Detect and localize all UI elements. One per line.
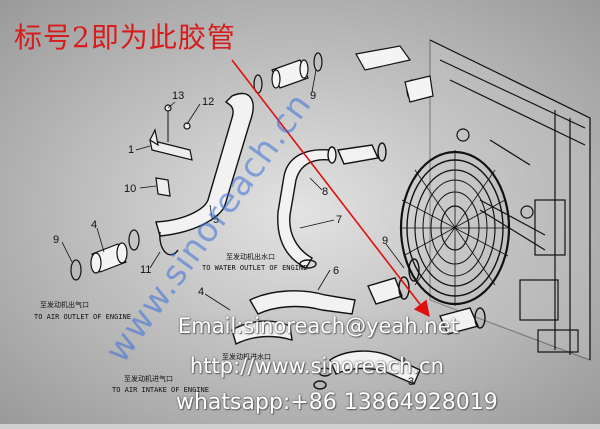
label-water-outlet-cn: 至发动机出水口 [226,253,275,261]
callout-3: 3 [408,376,415,388]
callout-8: 8 [322,186,329,198]
label-water-outlet-en: TO WATER OUTLET OF ENGINE [202,264,308,272]
callout-2: 2 [400,356,407,368]
callout-11: 11 [140,264,152,276]
page-title: 标号2即为此胶管 [14,21,236,54]
callout-6: 6 [333,265,340,277]
label-air-outlet-cn: 至发动机出气口 [40,301,89,309]
hose-2-3 [231,307,486,390]
label-air-intake-cn: 至发动机进气口 [124,375,173,383]
fan [399,150,511,306]
callout-12: 12 [202,96,215,108]
callout-5: 5 [213,214,220,226]
hose-7-8 [277,142,387,269]
callout-10: 10 [124,183,137,195]
hose-6 [249,258,420,315]
indicator-arrow [231,59,430,318]
label-air-intake-en: TO AIR INTAKE OF ENGINE [112,386,209,394]
upper-coupling [253,45,434,103]
lower-left-coupling [70,229,140,281]
callout-9c: 9 [382,235,389,247]
callout-13: 13 [172,90,185,102]
leader-lines [61,69,405,311]
label-air-outlet-en: TO AIR OUTLET OF ENGINE [34,313,131,321]
label-water-inlet-cn: 至发动机进水口 [222,353,271,361]
callout-1: 1 [128,144,135,156]
hose-5 [155,92,254,237]
callout-7: 7 [336,214,343,226]
callout-9b: 9 [310,90,317,102]
callout-4b: 4 [198,286,205,298]
callout-9a: 9 [53,234,60,246]
radiator-assembly [429,39,591,361]
callout-4a: 4 [91,219,98,231]
